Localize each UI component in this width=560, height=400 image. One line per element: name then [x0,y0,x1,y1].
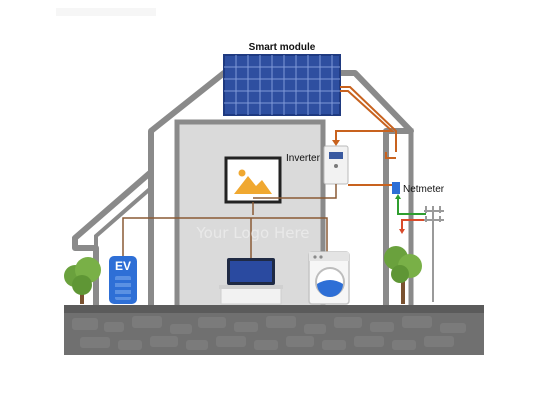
laptop [219,258,283,305]
ev-charger [109,256,137,304]
green-arrowhead [395,194,401,199]
main-roof-inner [174,119,326,305]
solar-panel [223,54,341,116]
right-wall [386,128,414,305]
netmeter-unit [392,182,400,194]
grid-flow-arrows [397,196,428,232]
netmeter-label: Netmeter [403,184,445,195]
washing-machine [308,251,350,305]
smart-module-label: Smart module [249,42,316,53]
power-wires [335,86,400,186]
tree-right [384,246,422,304]
inverter-unit [323,145,349,185]
inner-wires [122,184,337,258]
house-interior [177,122,323,305]
top-left-strip [56,8,156,16]
ev-label: EV [115,259,131,273]
logo-watermark: Your Logo Here [195,224,309,242]
panel-to-inverter-arrow [332,140,340,146]
tree-left [64,257,101,304]
inverter-label: Inverter [286,153,321,164]
garage-inner [94,186,153,248]
picture-frame [224,156,282,204]
red-arrowhead [399,229,405,234]
ground-wall [64,305,484,355]
power-pole [424,206,444,302]
